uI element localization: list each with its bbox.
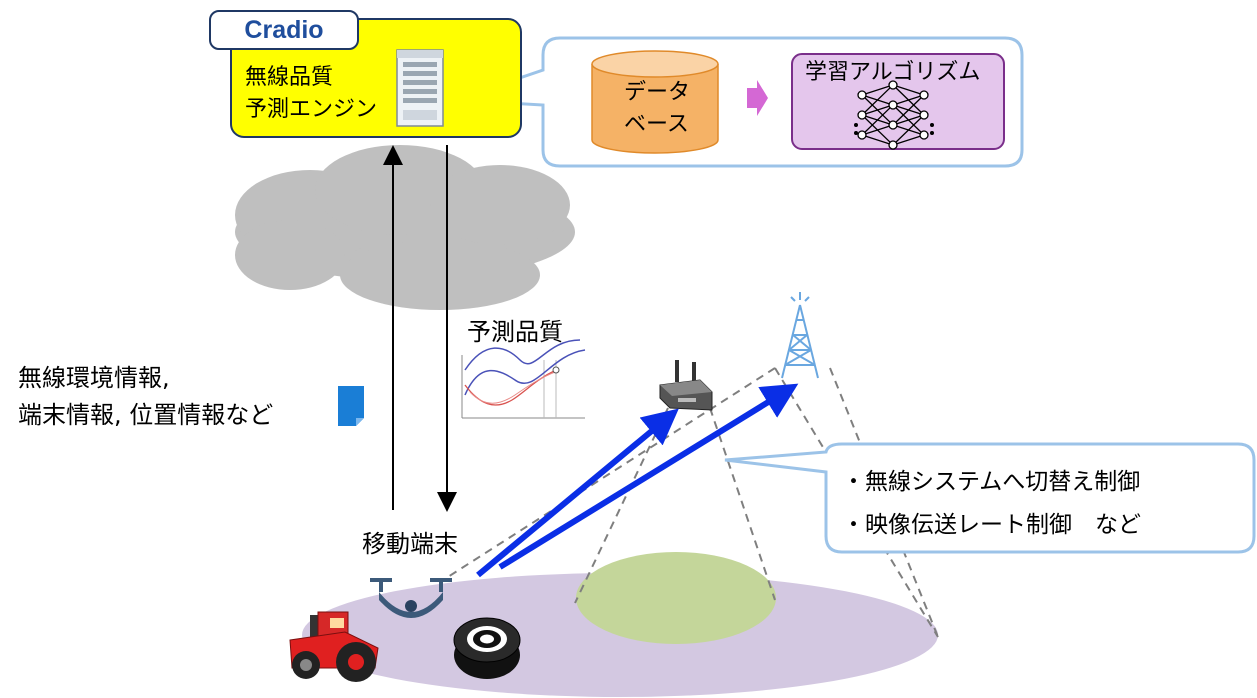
uplink-info-line2: 端末情報, 位置情報など — [18, 401, 274, 429]
router-icon — [659, 360, 713, 411]
mobile-terminal-label: 移動端末 — [362, 530, 458, 558]
engine-name-line1: 無線品質 — [245, 65, 334, 90]
cell-tower-icon — [781, 292, 819, 379]
robot-vacuum-icon — [453, 617, 521, 679]
database-icon — [591, 50, 719, 154]
control-item-switching: ・無線システムへ切替え制御 — [842, 469, 1141, 495]
predicted-quality-label: 予測品質 — [467, 318, 563, 346]
graph-icon — [461, 339, 586, 419]
coverage-area-small — [576, 552, 776, 644]
engine-name-line2: 予測エンジン — [245, 97, 378, 122]
algorithm-label: 学習アルゴリズム — [805, 60, 981, 85]
database-label-line2: ベース — [624, 112, 689, 137]
brand-label: Cradio — [244, 15, 324, 44]
cloud-icon — [235, 145, 575, 310]
link-arrow-to-router — [476, 408, 679, 578]
link-arrow-to-tower — [498, 383, 799, 570]
drone-icon — [370, 578, 452, 618]
neural-network-icon — [854, 80, 934, 150]
document-icon — [338, 386, 364, 426]
brand-tab: Cradio — [209, 10, 359, 50]
server-icon — [396, 49, 444, 127]
database-label-line1: データ — [624, 80, 691, 105]
uplink-info-line1: 無線環境情報, — [18, 364, 170, 392]
algorithm-box — [791, 53, 1005, 150]
tractor-icon — [289, 611, 379, 682]
control-callout — [724, 442, 1256, 554]
flow-arrow-icon — [747, 80, 768, 116]
control-item-rate: ・映像伝送レート制御 など — [842, 512, 1141, 538]
